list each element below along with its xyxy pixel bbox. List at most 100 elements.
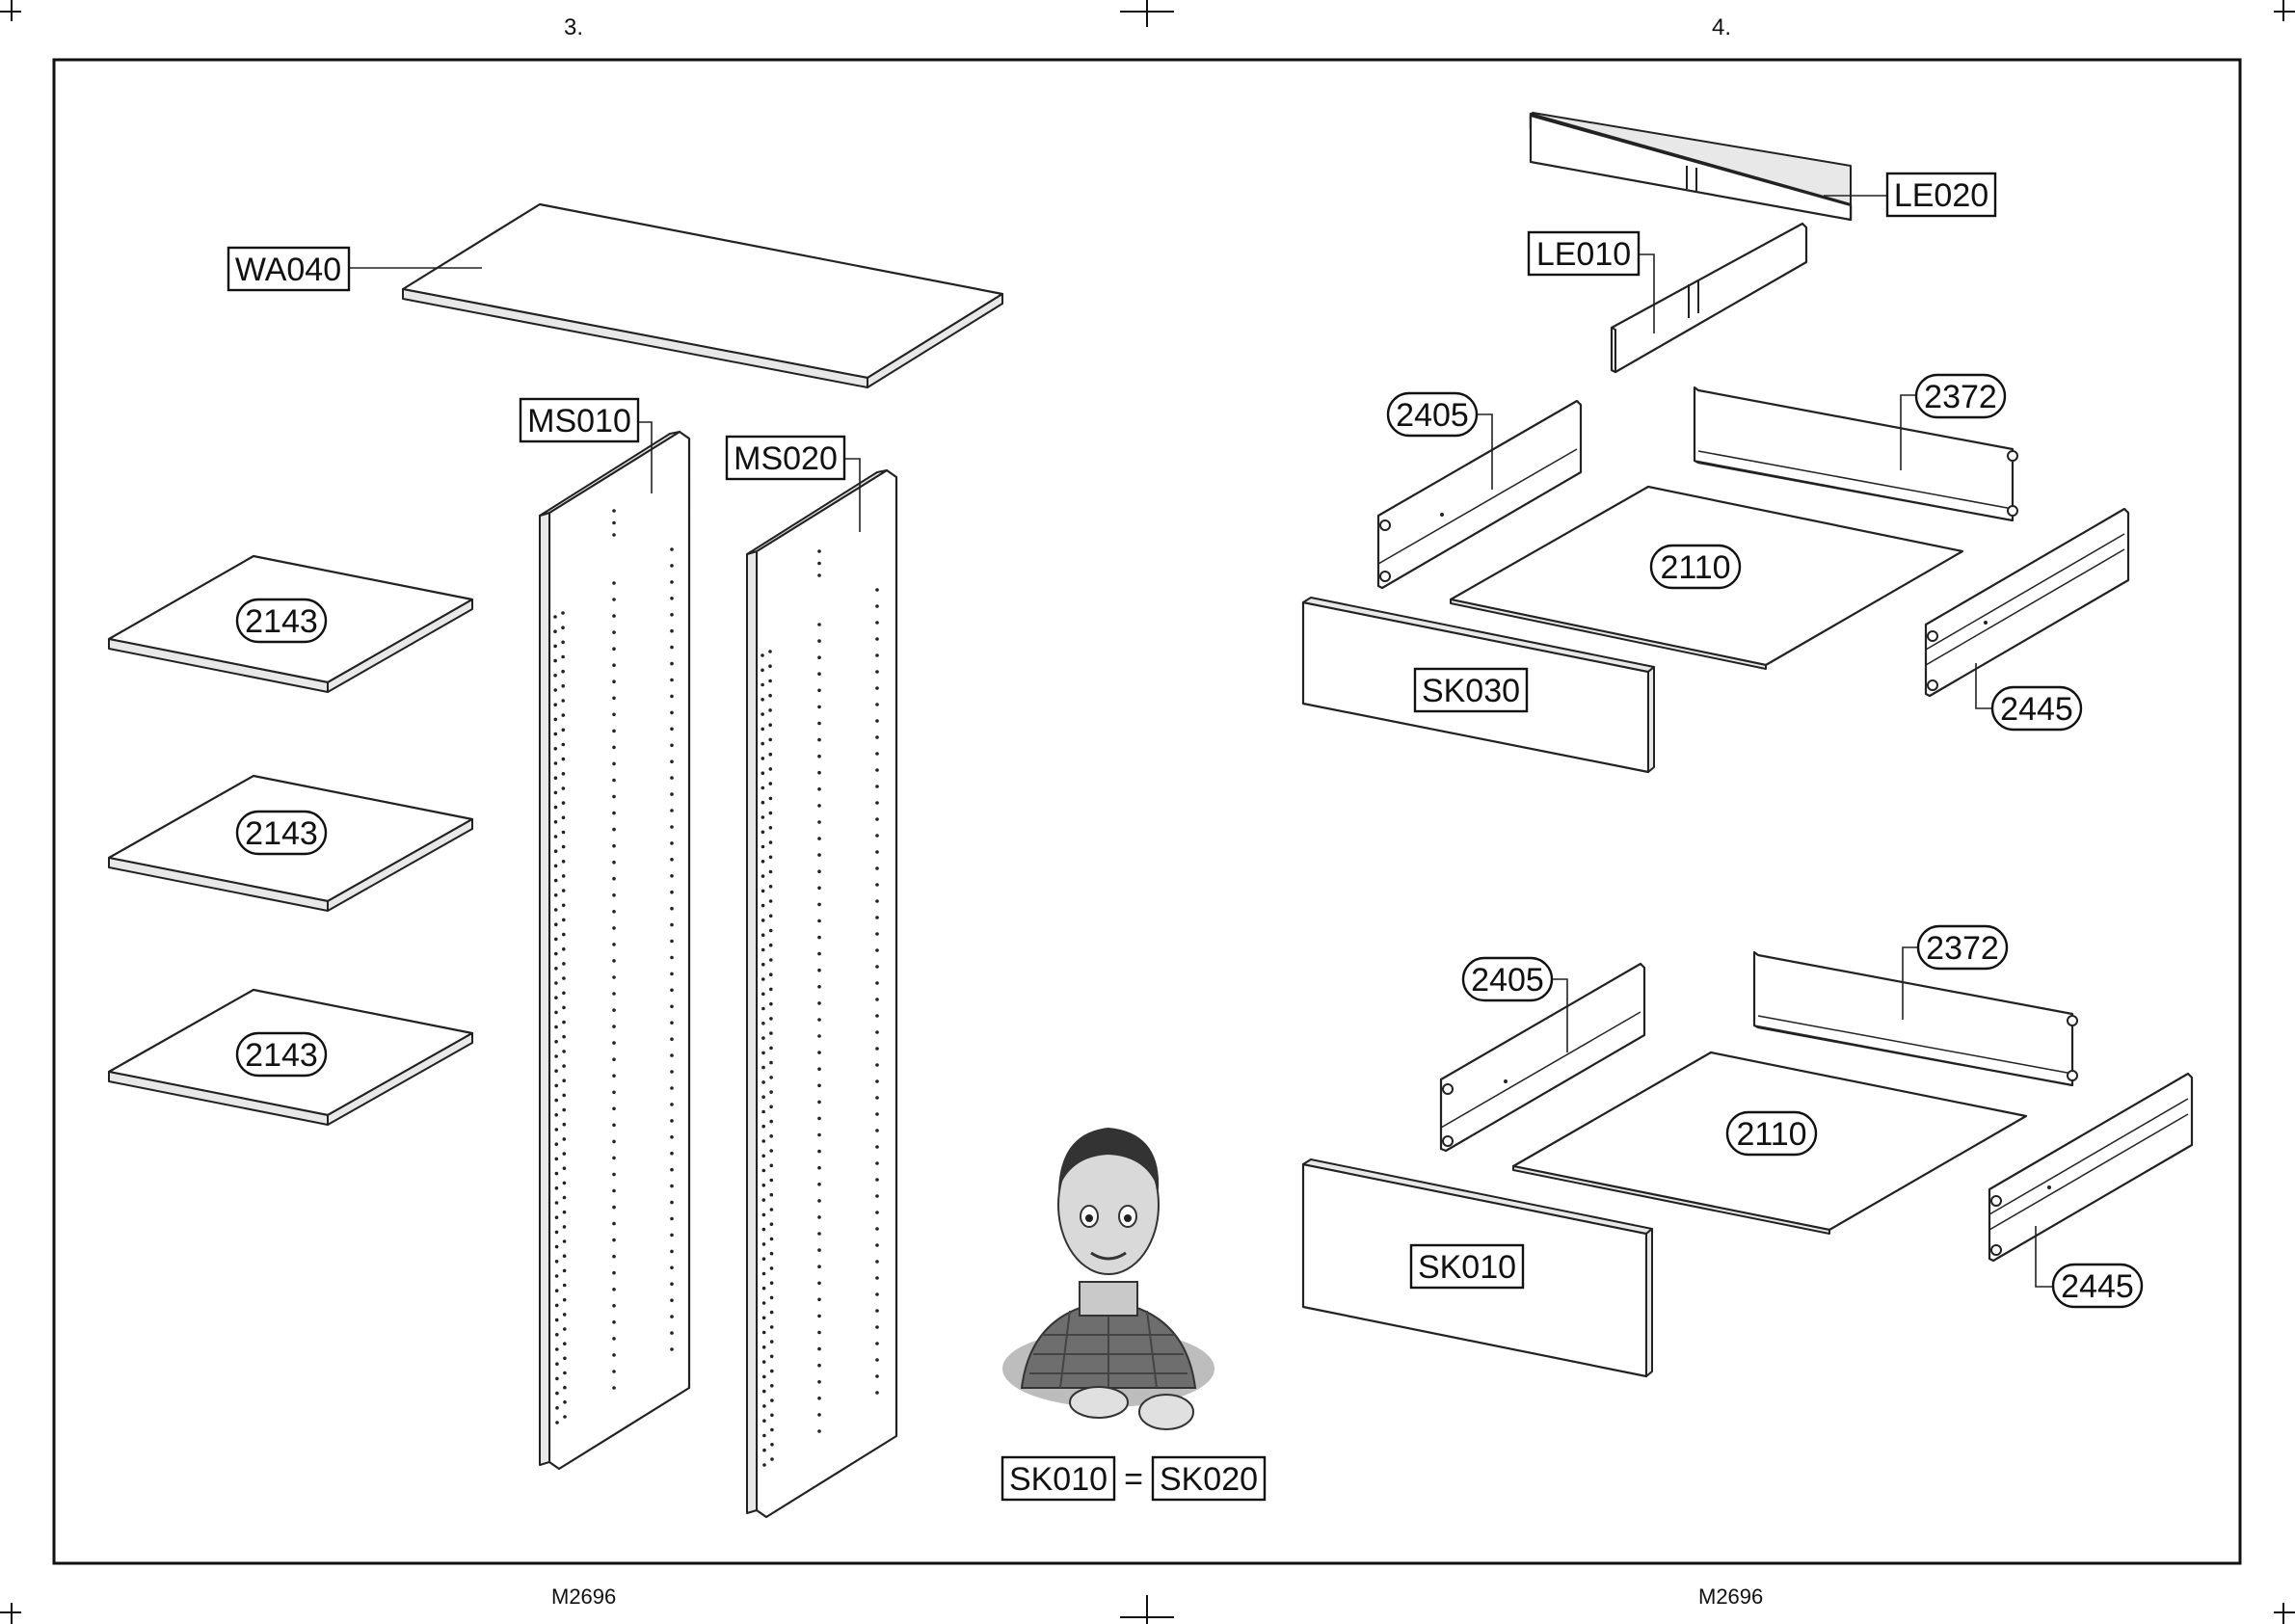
label-drawer-lower-left-side: 2405 — [1463, 958, 1552, 1000]
shelf-pin-hole — [761, 933, 765, 937]
shelf-pin-hole — [612, 1386, 616, 1390]
shelf-pin-hole — [555, 1172, 559, 1176]
shelf-pin-hole — [768, 694, 772, 698]
shelf-pin-hole — [563, 1225, 567, 1229]
shelf-pin-hole — [561, 641, 565, 645]
shelf-pin-hole — [561, 684, 565, 688]
shelf-pin-hole — [612, 1157, 616, 1160]
shelf-pin-hole — [875, 899, 879, 903]
shelf-pin-hole — [875, 719, 879, 723]
shelf-pin-hole — [670, 1053, 674, 1057]
shelf-pin-hole — [817, 1199, 821, 1203]
shelf-pin-hole — [769, 929, 773, 933]
svg-text:LE020: LE020 — [1894, 177, 1988, 214]
shelf-pin-hole — [770, 1296, 774, 1300]
shelf-pin-hole — [612, 1238, 616, 1242]
shelf-pin-hole — [670, 1185, 674, 1188]
shelf-pin-hole — [761, 653, 764, 657]
shelf-pin-hole — [554, 1054, 558, 1058]
shelf-pin-hole — [670, 1201, 674, 1205]
shelf-pin-hole — [875, 817, 879, 821]
shelf-pin-hole — [875, 1161, 879, 1165]
shelf-pin-hole — [670, 1152, 674, 1156]
shelf-pin-hole — [562, 831, 566, 835]
shelf-pin-hole — [817, 952, 821, 956]
shelf-pin-hole — [612, 943, 616, 946]
shelf-pin-hole — [817, 562, 821, 566]
shelf-pin-hole — [562, 729, 566, 732]
shelf-pin-hole — [761, 742, 764, 746]
shelf-pin-hole — [670, 1086, 674, 1090]
shelf-pin-hole — [612, 1320, 616, 1324]
shelf-pin-hole — [817, 1051, 821, 1054]
shelf-pin-hole — [817, 1215, 821, 1219]
shelf-pin-hole — [762, 1213, 766, 1217]
label-drawer-lower-bottom: 2110 — [1727, 1112, 1816, 1155]
shelf-pin-hole — [612, 647, 616, 651]
shelf-pin-hole — [554, 967, 558, 971]
shelf-pin-hole — [875, 834, 879, 838]
shelf-pin-hole — [555, 1318, 559, 1322]
shelf-pin-hole — [670, 1234, 674, 1238]
shelf-pin-hole — [817, 738, 821, 742]
shelf-pin-hole — [670, 744, 674, 748]
shelf-pin-hole — [770, 1222, 774, 1226]
shelf-pin-hole — [761, 874, 765, 878]
shelf-pin-hole — [769, 972, 773, 976]
shelf-pin-hole — [817, 1117, 821, 1121]
shelf-pin-hole — [817, 655, 821, 659]
shelf-pin-hole — [769, 1031, 773, 1035]
shelf-pin-hole — [563, 1211, 567, 1214]
shelf-pin-hole — [555, 1260, 559, 1264]
shelf-pin-hole — [670, 1168, 674, 1172]
shelf-pin-hole — [875, 932, 879, 936]
shelf-pin-hole — [562, 1050, 566, 1053]
shelf-pin-hole — [563, 1415, 567, 1419]
shelf-pin-hole — [769, 870, 773, 874]
shelf-pin-hole — [761, 1036, 765, 1040]
shelf-pin-hole — [612, 697, 616, 701]
shelf-pin-hole — [761, 1139, 765, 1143]
shelf-pin-hole — [817, 771, 821, 775]
shelf-pin-hole — [563, 1342, 567, 1345]
shelf-pin-hole — [875, 801, 879, 805]
shelf-pin-hole — [554, 952, 558, 956]
shelf-pin-hole — [817, 722, 821, 726]
shelf-pin-hole — [670, 1119, 674, 1123]
shelf-pin-hole — [817, 1084, 821, 1088]
equivalence-right-code: SK020 — [1153, 1457, 1265, 1500]
shelf-1: 2143 — [109, 556, 472, 692]
shelf-pin-hole — [762, 1434, 766, 1438]
shelf-pin-hole — [670, 989, 674, 993]
shelf-pin-hole — [563, 1386, 567, 1390]
shelf-pin-hole — [769, 915, 773, 918]
shelf-pin-hole — [875, 1358, 879, 1362]
shelf-pin-hole — [817, 1364, 821, 1368]
shelf-pin-hole — [761, 1066, 765, 1070]
shelf-pin-hole — [554, 1099, 558, 1103]
shelf-pin-hole — [563, 1166, 567, 1170]
svg-text:2110: 2110 — [1736, 1116, 1806, 1153]
shelf-pin-hole — [670, 759, 674, 763]
shelf-pin-hole — [612, 1304, 616, 1308]
shelf-pin-hole — [817, 969, 821, 972]
shelf-pin-hole — [670, 891, 674, 894]
shelf-pin-hole — [562, 860, 566, 864]
shelf-pin-hole — [612, 598, 616, 601]
label-drawer-upper-bottom: 2110 — [1651, 546, 1740, 588]
rail-rear: LE020 — [1531, 113, 1995, 220]
shelf-pin-hole — [875, 883, 879, 887]
shelf-pin-hole — [761, 1095, 765, 1099]
shelf-pin-hole — [554, 820, 558, 824]
label-shelf-2: 2143 — [237, 812, 326, 854]
shelf-pin-hole — [612, 1206, 616, 1210]
side-panel-left: MS010 — [520, 399, 689, 1469]
shelf-pin-hole — [612, 1337, 616, 1341]
shelf-pin-hole — [875, 1014, 879, 1018]
shelf-pin-hole — [612, 630, 616, 634]
shelf-pin-hole — [769, 1105, 773, 1109]
shelf-pin-hole — [554, 747, 558, 751]
shelf-pin-hole — [670, 580, 674, 584]
drawer-upper-back: 2372 — [1695, 375, 2017, 520]
shelf-pin-hole — [769, 1134, 773, 1138]
